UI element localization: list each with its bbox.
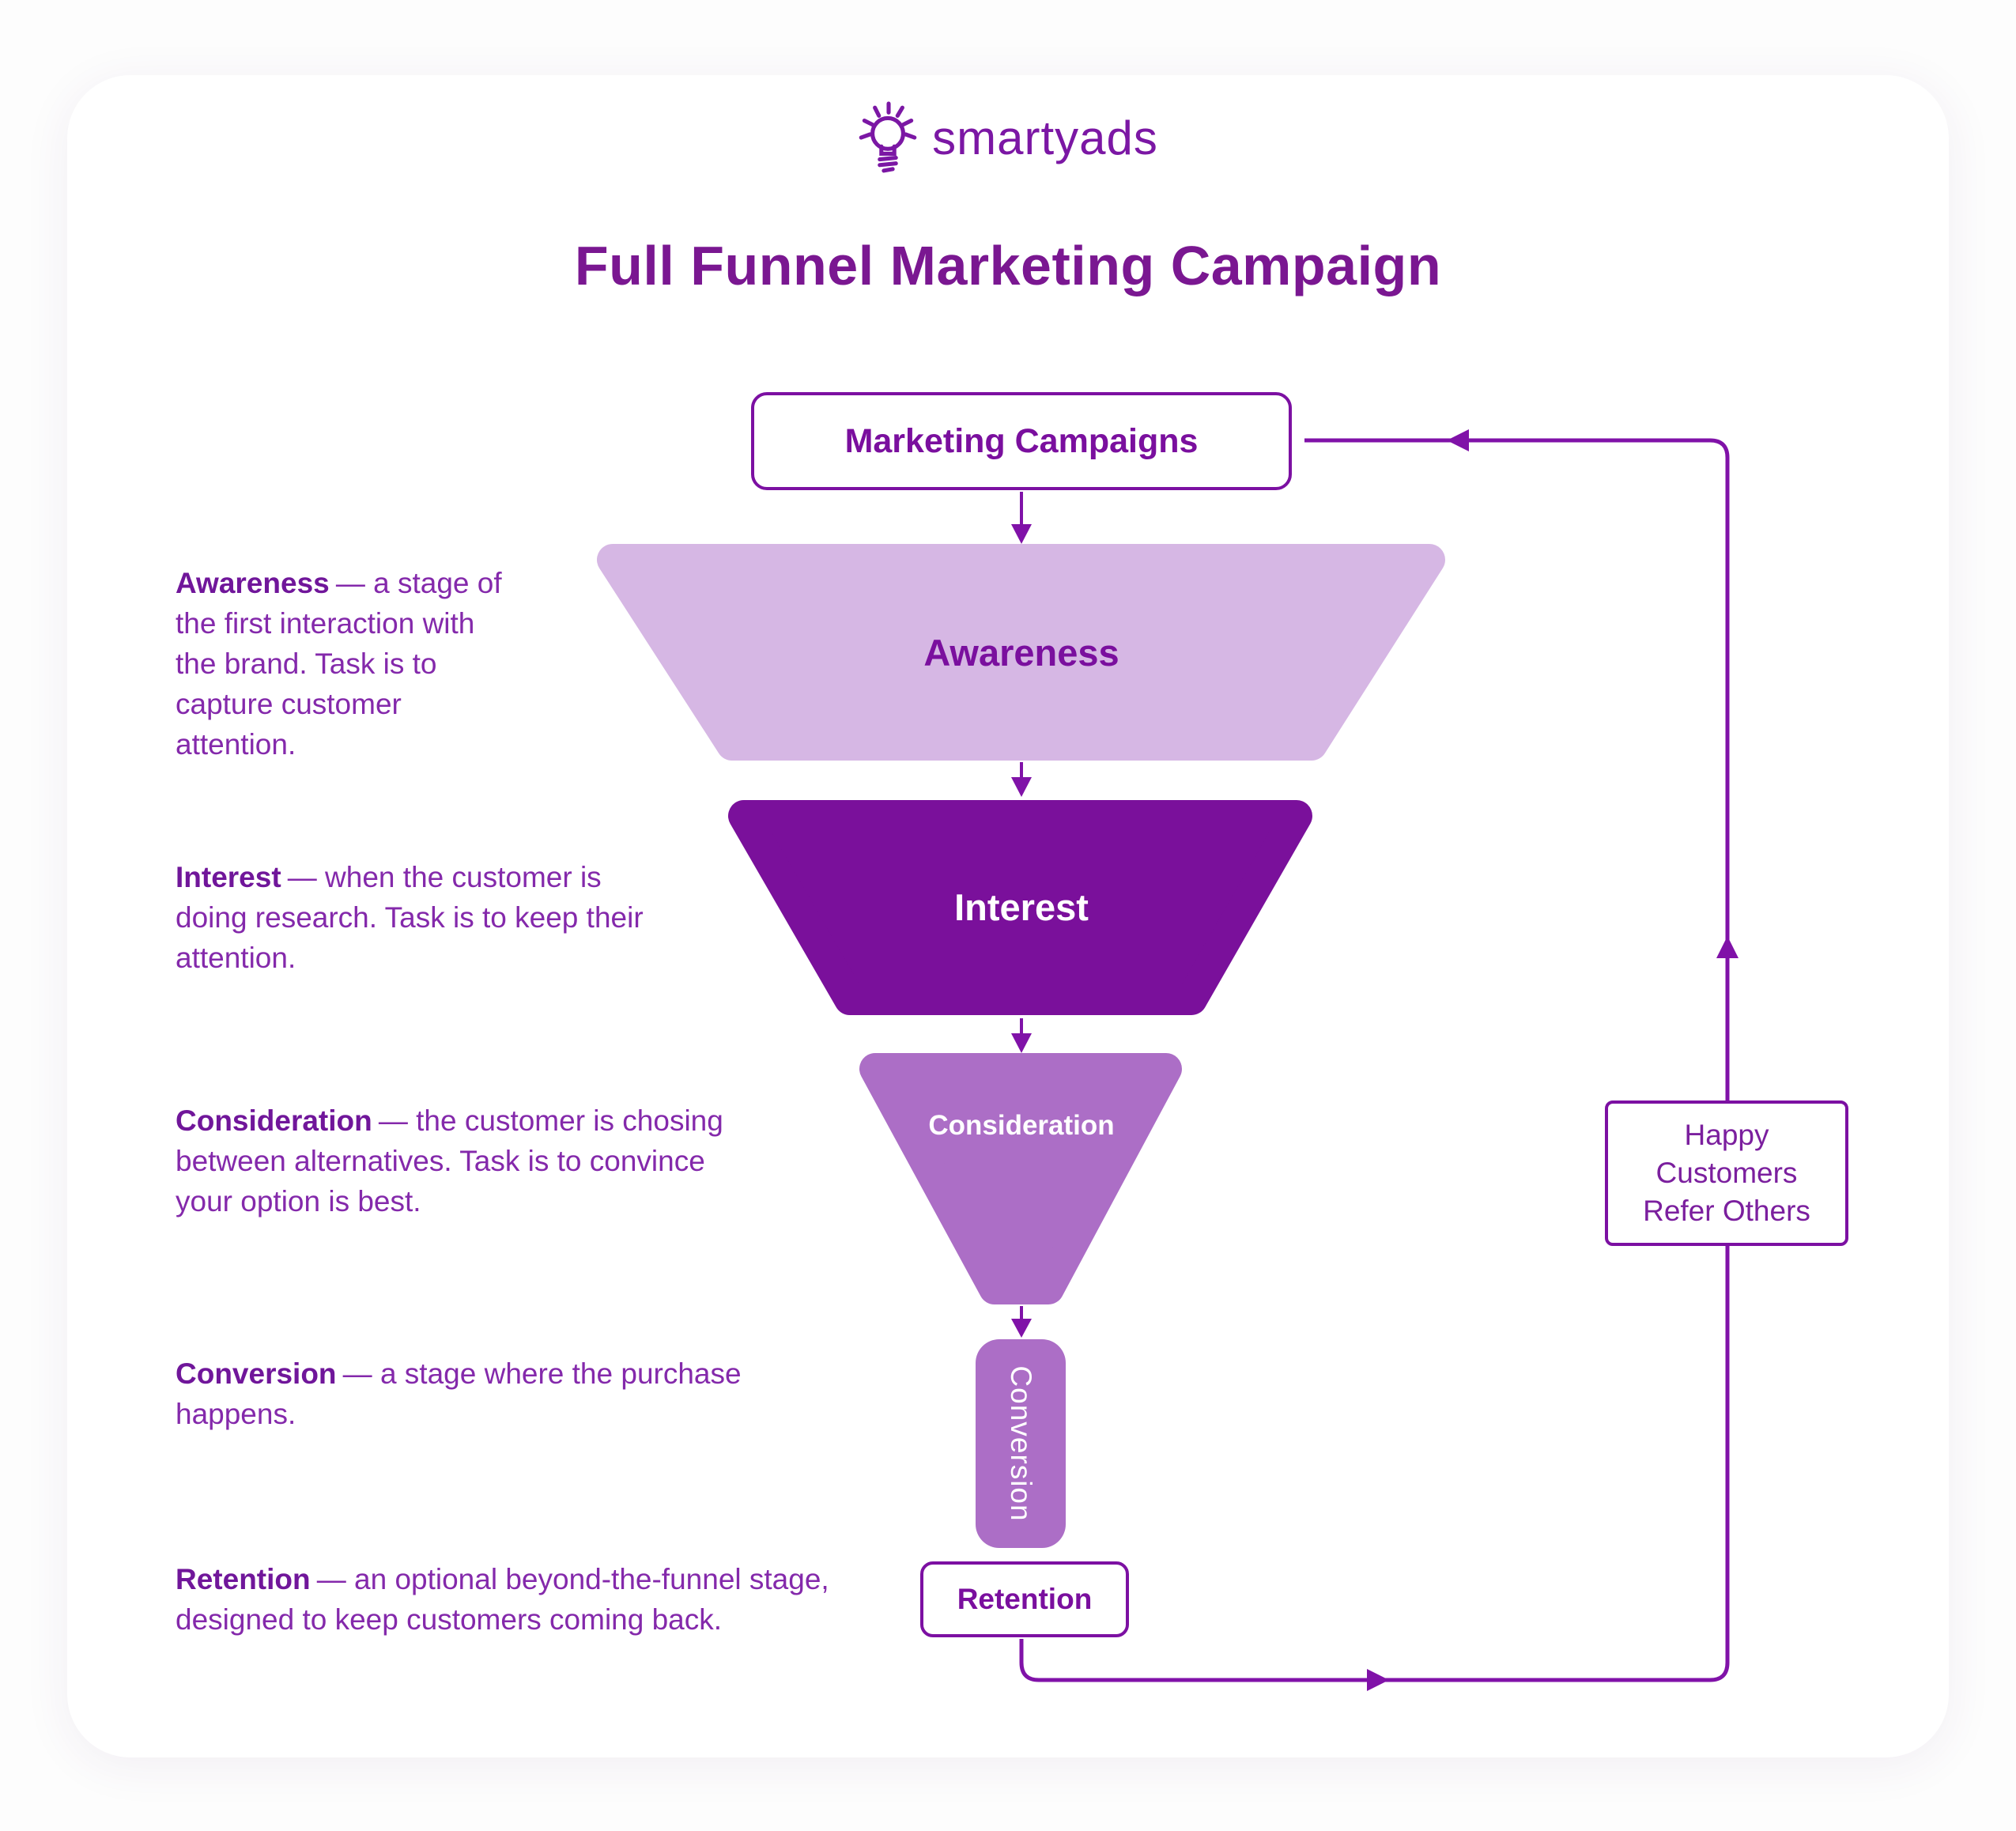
conversion-stage-shape	[976, 1339, 1066, 1548]
consideration-description: Consideration— the customer is chosing b…	[176, 1100, 745, 1221]
awareness-term: Awareness	[176, 567, 330, 599]
arrow-down-icon-3	[1011, 1033, 1032, 1053]
retention-label: Retention	[957, 1583, 1093, 1615]
logo-wordmark: smartyads	[932, 111, 1158, 164]
consideration-stage-label: Consideration	[928, 1110, 1115, 1141]
awareness-description-text: — a stage of the first interaction with …	[176, 567, 502, 761]
arrow-down-icon-1	[1011, 524, 1032, 544]
conversion-description: Conversion— a stage where the purchase h…	[176, 1353, 808, 1434]
arrow-right-icon	[1367, 1669, 1389, 1691]
logo: smartyads	[0, 101, 2016, 174]
page-title: Full Funnel Marketing Campaign	[574, 235, 1442, 296]
retention-box: Retention	[920, 1561, 1129, 1637]
conversion-description-text: — a stage where the purchase happens.	[176, 1357, 742, 1431]
lightbulb-icon	[859, 101, 917, 173]
marketing-campaigns-label: Marketing Campaigns	[844, 421, 1199, 460]
retention-term: Retention	[176, 1563, 311, 1595]
arrow-left-icon	[1447, 429, 1469, 451]
marketing-campaigns-box: Marketing Campaigns	[751, 392, 1292, 490]
interest-stage-shape	[728, 800, 1312, 1015]
interest-description-text: — when the customer is doing research. T…	[176, 861, 644, 975]
retention-description: Retention— an optional beyond-the-funnel…	[176, 1559, 855, 1640]
happy-customers-box: Happy Customers Refer Others	[1605, 1100, 1848, 1246]
interest-stage-label: Interest	[954, 886, 1089, 928]
conversion-term: Conversion	[176, 1357, 337, 1390]
consideration-stage-shape	[859, 1053, 1182, 1304]
arrow-up-icon	[1716, 936, 1739, 958]
retention-description-text: — an optional beyond-the-funnel stage, d…	[176, 1563, 829, 1637]
consideration-term: Consideration	[176, 1104, 372, 1137]
referral-loop-line	[1019, 438, 1730, 1682]
awareness-stage-shape	[597, 544, 1445, 761]
conversion-stage-label: Conversion	[1005, 1365, 1037, 1522]
arrow-down-icon-2	[1011, 777, 1032, 797]
interest-term: Interest	[176, 861, 281, 893]
awareness-stage-label: Awareness	[923, 632, 1119, 674]
referral-line-3: Refer Others	[1643, 1195, 1810, 1227]
arrow-down-icon-4	[1011, 1319, 1032, 1338]
interest-description: Interest— when the customer is doing res…	[176, 857, 666, 978]
referral-line-1: Happy	[1684, 1119, 1769, 1151]
consideration-description-text: — the customer is chosing between altern…	[176, 1104, 723, 1218]
referral-line-2: Customers	[1655, 1157, 1798, 1189]
awareness-description: Awareness— a stage of the first interact…	[176, 563, 523, 764]
